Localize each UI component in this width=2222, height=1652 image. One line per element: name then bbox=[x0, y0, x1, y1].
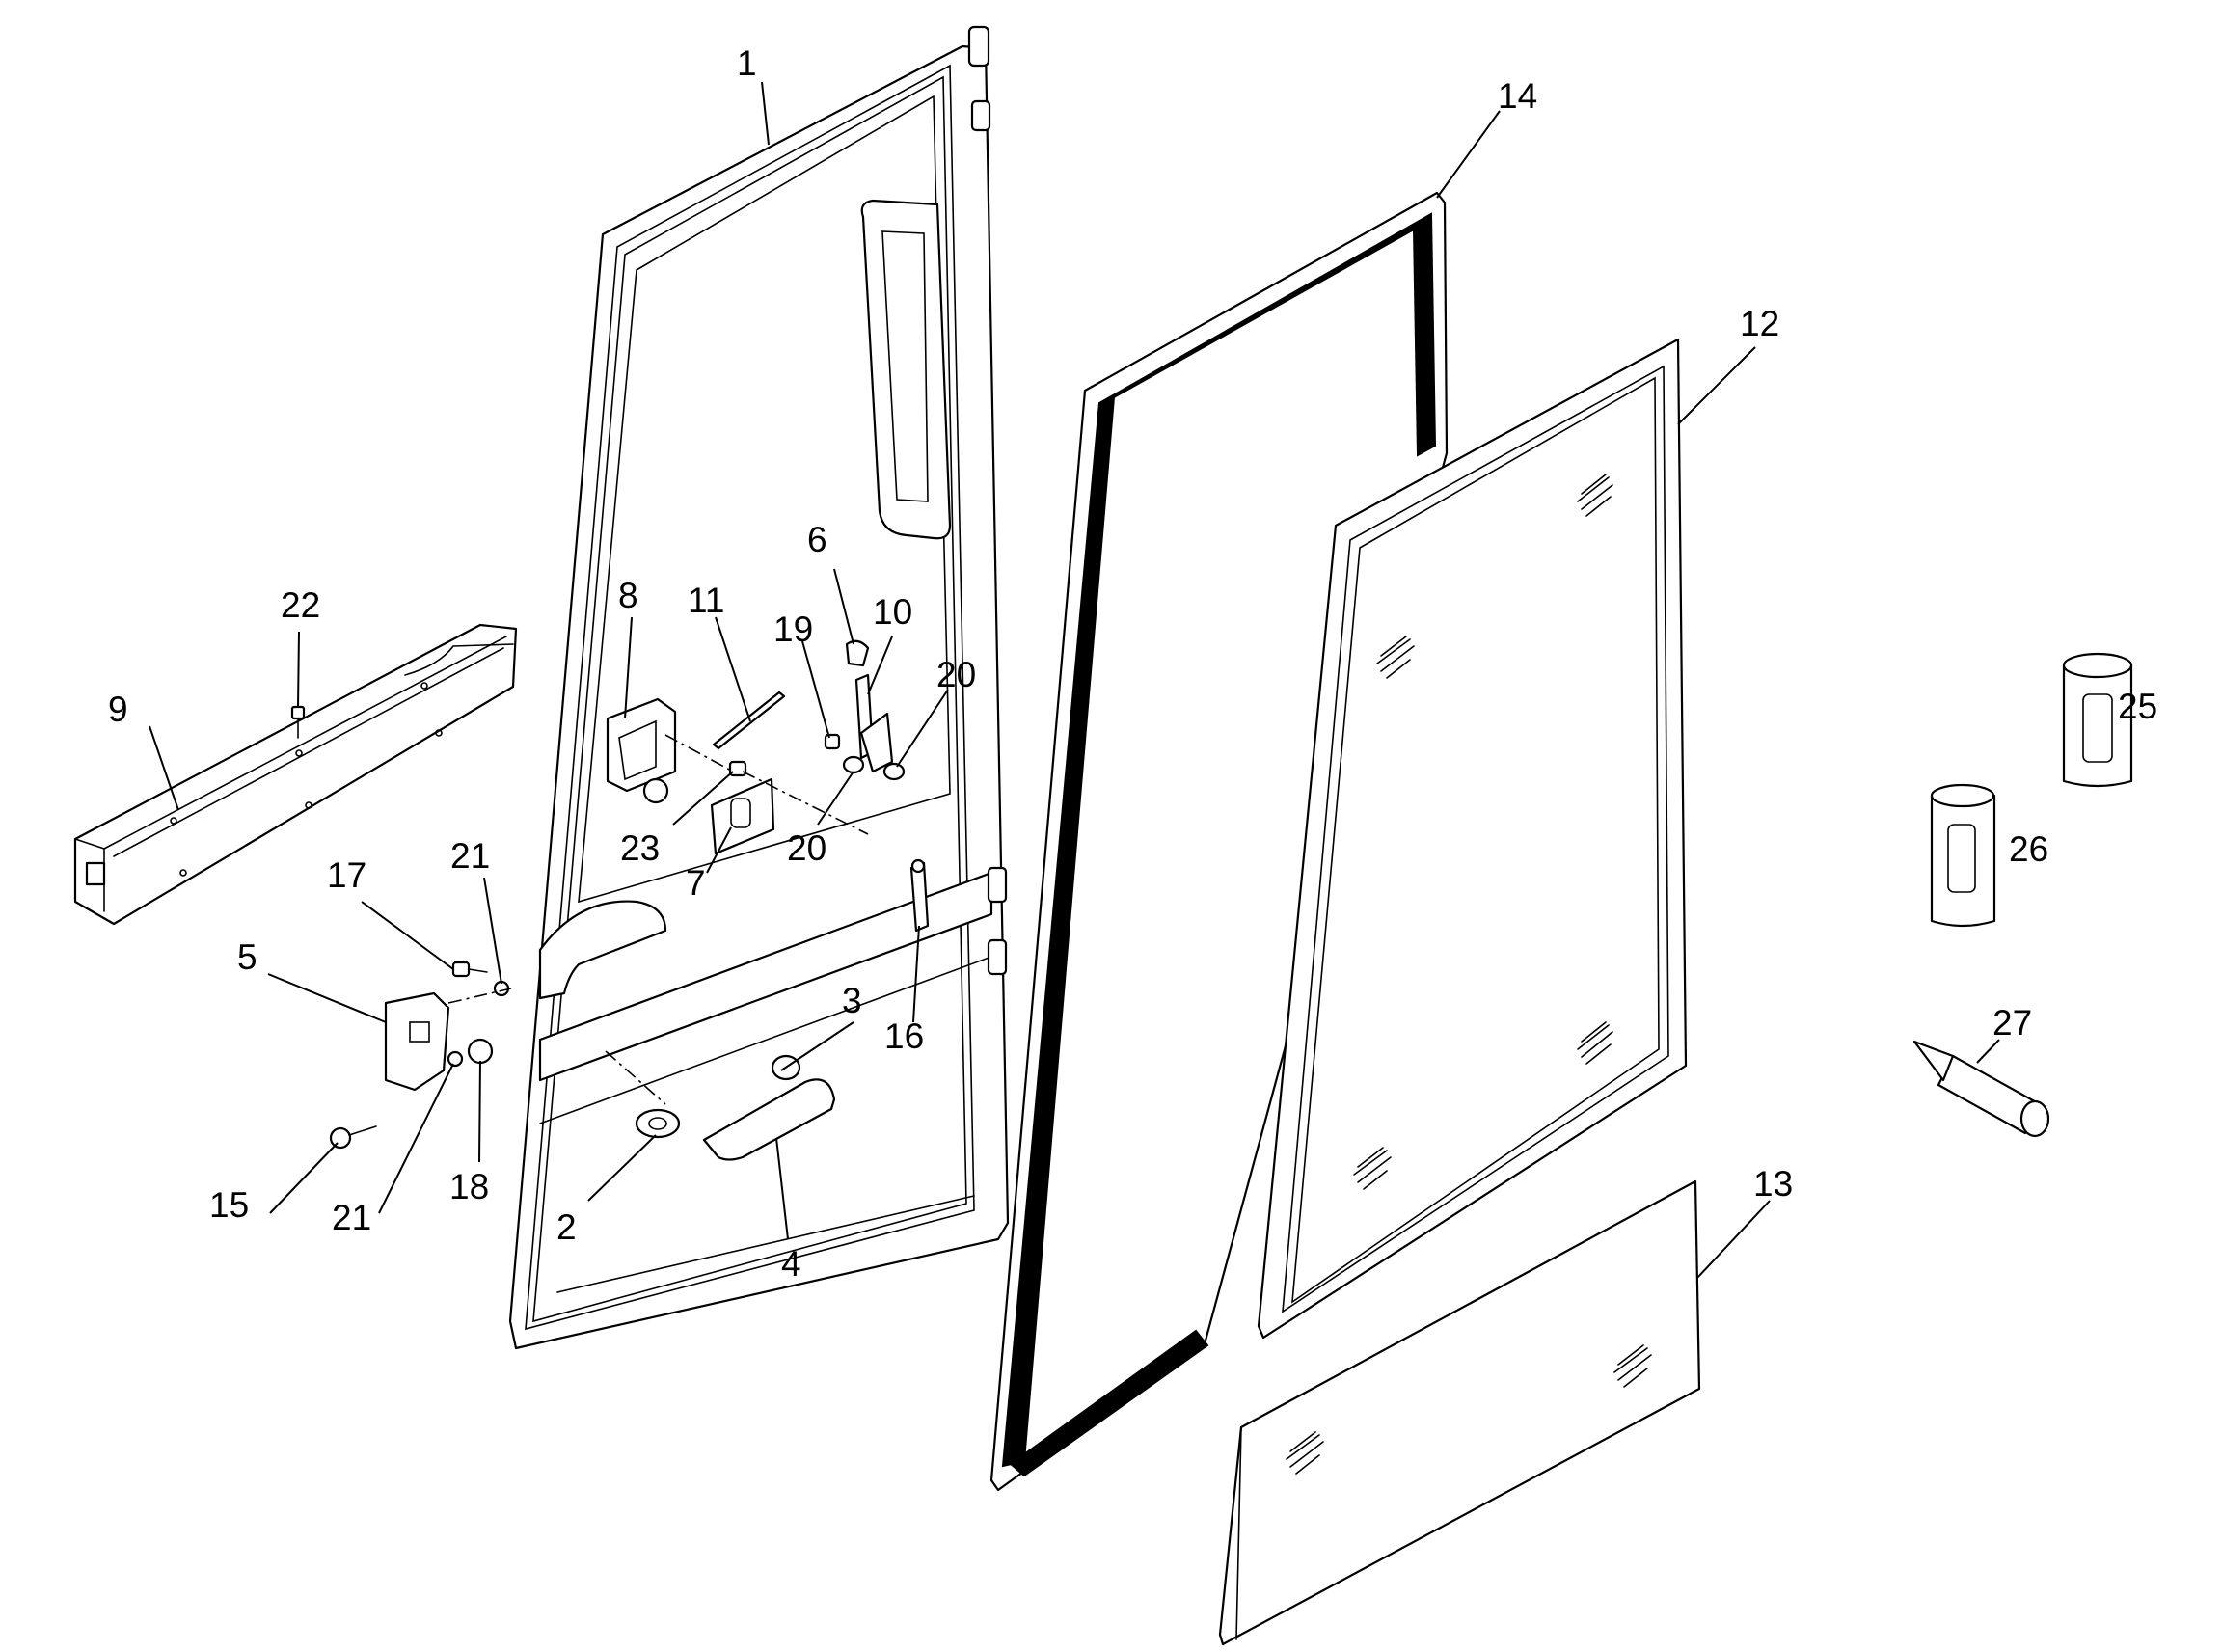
mounting-rail bbox=[73, 623, 518, 926]
callout-5: 5 bbox=[237, 937, 257, 977]
screw-17 bbox=[451, 961, 488, 978]
leader-lines bbox=[149, 81, 2000, 1279]
callout-23: 23 bbox=[620, 828, 660, 868]
callout-12: 12 bbox=[1740, 304, 1779, 343]
callout-21-upper: 21 bbox=[450, 836, 490, 876]
latch-plate-10 bbox=[854, 673, 894, 773]
nut-19 bbox=[824, 733, 841, 750]
door-frame bbox=[508, 25, 1010, 1350]
washer-21-lower bbox=[447, 1050, 464, 1068]
lock-box-8 bbox=[606, 697, 677, 804]
door-seal-frame bbox=[989, 191, 1449, 1492]
callout-4: 4 bbox=[781, 1244, 801, 1284]
washer-21-upper bbox=[493, 980, 510, 997]
callout-21-lower: 21 bbox=[332, 1198, 371, 1237]
callout-19: 19 bbox=[773, 609, 813, 649]
callout-labels: 1 14 12 6 22 8 11 19 10 20 9 25 23 20 26… bbox=[108, 43, 2157, 1284]
callout-8: 8 bbox=[618, 576, 638, 615]
callout-2: 2 bbox=[556, 1207, 577, 1247]
bolt-23 bbox=[728, 760, 747, 777]
callout-22: 22 bbox=[281, 585, 320, 625]
callout-26: 26 bbox=[2009, 829, 2048, 869]
sealant-tube-27 bbox=[1912, 1040, 2050, 1138]
callout-25: 25 bbox=[2118, 687, 2157, 726]
callout-11: 11 bbox=[688, 581, 724, 620]
callout-15: 15 bbox=[209, 1185, 249, 1225]
callout-18: 18 bbox=[449, 1167, 489, 1206]
callout-6: 6 bbox=[807, 520, 827, 559]
callout-1: 1 bbox=[737, 43, 757, 83]
assembly-lines bbox=[447, 734, 869, 1105]
nut-18 bbox=[467, 1038, 494, 1065]
callout-14: 14 bbox=[1498, 76, 1537, 116]
lower-glass-panel bbox=[1218, 1179, 1701, 1646]
cylinder-25 bbox=[2062, 652, 2133, 788]
callout-17: 17 bbox=[327, 855, 366, 895]
outer-handle-4 bbox=[702, 1078, 836, 1161]
callout-20-lower: 20 bbox=[787, 828, 826, 868]
washer-20-lower bbox=[842, 755, 865, 774]
cylinder-26 bbox=[1930, 783, 1996, 928]
latch-bracket-6 bbox=[845, 639, 870, 667]
mounting-plate-2 bbox=[635, 1108, 681, 1139]
callout-27: 27 bbox=[1992, 1003, 2032, 1043]
callout-16: 16 bbox=[884, 1016, 924, 1056]
upper-glass-panel bbox=[1257, 338, 1688, 1340]
callout-9: 9 bbox=[108, 690, 128, 729]
latch-5 bbox=[384, 991, 450, 1092]
washer-20-upper bbox=[882, 762, 906, 781]
callout-10: 10 bbox=[873, 592, 912, 632]
callout-3: 3 bbox=[842, 981, 862, 1020]
callout-7: 7 bbox=[686, 863, 706, 903]
screw-16 bbox=[909, 858, 930, 933]
rod-11 bbox=[712, 691, 786, 750]
callout-13: 13 bbox=[1753, 1164, 1793, 1204]
screw-15 bbox=[329, 1125, 377, 1150]
callout-20-upper: 20 bbox=[936, 655, 976, 694]
